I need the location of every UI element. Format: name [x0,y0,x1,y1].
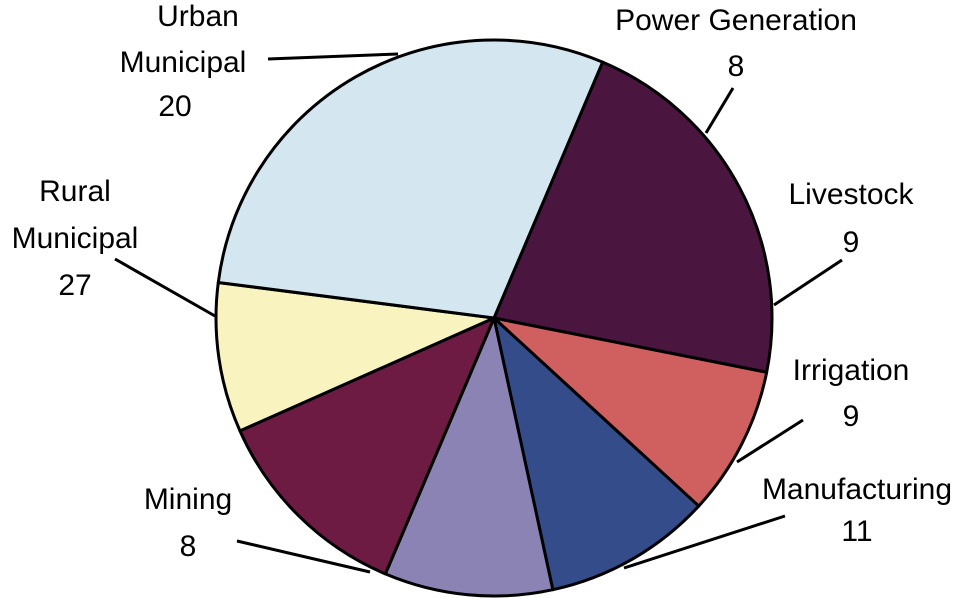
slice-label-power-generation: Power Generation [615,4,857,37]
pie-slice-manufacturing [238,316,496,576]
slice-label-urban-municipal-line1: Urban [157,0,239,33]
slice-value-manufacturing: 11 [841,515,872,548]
leader-line-irrigation [736,418,804,464]
slice-value-livestock: 9 [843,226,860,259]
pie-slice-mining [214,280,496,433]
pie-slice-rural-municipal [216,38,605,320]
pie-slice-power-generation [492,316,769,508]
slice-label-mining: Mining [144,483,232,516]
pie-slice-irrigation [383,316,555,598]
leader-line-manufacturing [623,514,786,570]
slice-value-power-generation: 8 [728,50,745,83]
leader-line-mining [236,539,371,574]
leader-line-rural-municipal [114,257,216,318]
slice-label-livestock: Livestock [788,178,914,211]
slice-label-rural-municipal-line2: Municipal [12,222,139,255]
slice-value-mining: 8 [180,530,197,563]
slice-label-manufacturing: Manufacturing [762,473,952,506]
slice-value-rural-municipal: 27 [58,269,91,302]
leader-line-livestock [773,258,843,307]
slice-label-urban-municipal-line2: Municipal [120,46,247,79]
pie-slice-urban-municipal [492,60,774,374]
leader-line-urban-municipal [267,52,399,61]
slice-value-irrigation: 9 [843,400,860,433]
slice-label-rural-municipal-line1: Rural [39,175,111,208]
slice-value-urban-municipal: 20 [158,90,191,123]
slice-label-irrigation: Irrigation [793,354,910,387]
leader-line-power-generation [704,87,735,134]
pie-slice-livestock [492,316,701,592]
